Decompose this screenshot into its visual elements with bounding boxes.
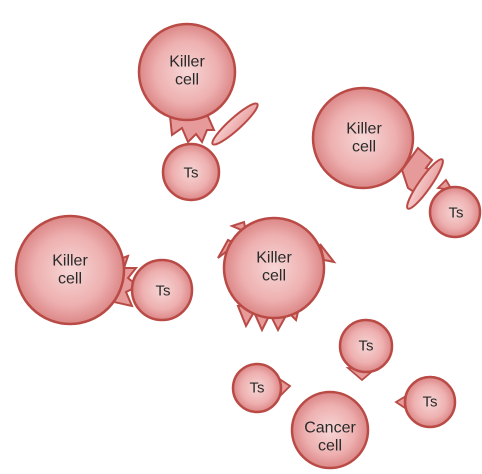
cancer-cell-label-line2: cell <box>304 438 356 456</box>
ts-cell-5-label: Ts <box>250 379 265 396</box>
ts-cell-1-label: Ts <box>184 164 199 181</box>
ts-cell-3-label: Ts <box>156 282 171 299</box>
killer-cell-4-label-line2: cell <box>256 268 292 286</box>
killer-cell-1-label-line2: cell <box>169 72 205 90</box>
cancer-cell-label-line1: Cancer <box>304 420 356 438</box>
ts-cell-4-label: Ts <box>359 337 374 354</box>
killer-cell-3-label-line1: Killer <box>52 253 88 271</box>
killer-cell-2-label-line1: Killer <box>346 121 382 139</box>
killer-cell-3-label-line2: cell <box>52 271 88 289</box>
cancer-cell-label: Cancer cell <box>304 420 356 457</box>
killer-cell-2-label: Killer cell <box>346 121 382 158</box>
killer-cell-4-label-line1: Killer <box>256 250 292 268</box>
killer-cell-1-label-line1: Killer <box>169 54 205 72</box>
killer-cell-3-label: Killer cell <box>52 253 88 290</box>
ts-cell-2-label: Ts <box>449 204 464 221</box>
ts-cell-6-label: Ts <box>423 393 438 410</box>
killer-cell-2-label-line2: cell <box>346 139 382 157</box>
killer-cell-4-label: Killer cell <box>256 250 292 287</box>
killer-cell-1-label: Killer cell <box>169 54 205 91</box>
